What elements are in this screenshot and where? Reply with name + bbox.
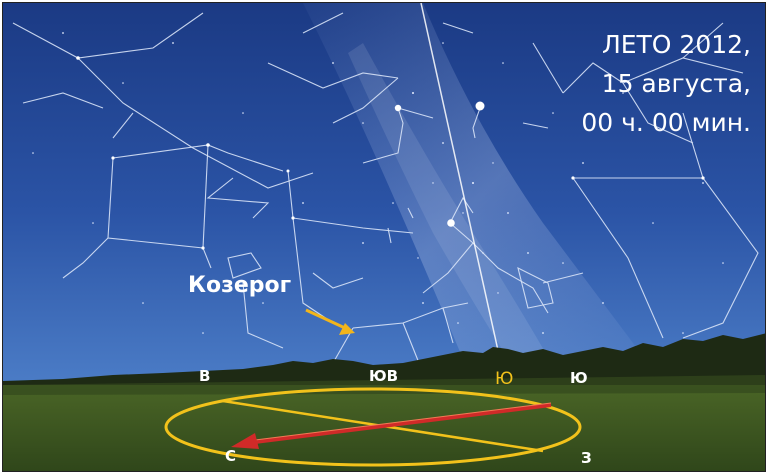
- horizon-ring: [164, 387, 582, 467]
- meridian-line: [420, 3, 504, 374]
- sky-scene: [3, 3, 765, 471]
- direction-southeast: ЮВ: [369, 367, 399, 385]
- capricorn-label: Козерог: [188, 273, 292, 298]
- direction-east: В: [199, 367, 211, 385]
- south-north-arrow: [231, 402, 552, 449]
- date-time: 00 ч. 00 мин.: [581, 108, 751, 137]
- sky-chart: ЛЕТО 2012, 15 августа, 00 ч. 00 мин. Коз…: [2, 2, 766, 472]
- bright-stars: [76, 56, 705, 250]
- direction-west: З: [581, 449, 592, 467]
- date-day: 15 августа,: [601, 69, 751, 98]
- ground-shade: [3, 375, 765, 395]
- ground: [3, 385, 765, 471]
- direction-meridian-south: Ю: [495, 369, 514, 389]
- faint-stars: [32, 32, 724, 334]
- constellation-lines: [12, 12, 759, 374]
- date-caption: ЛЕТО 2012, 15 августа, 00 ч. 00 мин.: [581, 25, 751, 142]
- direction-south: Ю: [570, 369, 588, 387]
- capricorn-pointer-arrow: [305, 308, 355, 335]
- milky-way: [303, 3, 663, 383]
- direction-north: С: [225, 447, 237, 465]
- date-season-year: ЛЕТО 2012,: [601, 30, 751, 59]
